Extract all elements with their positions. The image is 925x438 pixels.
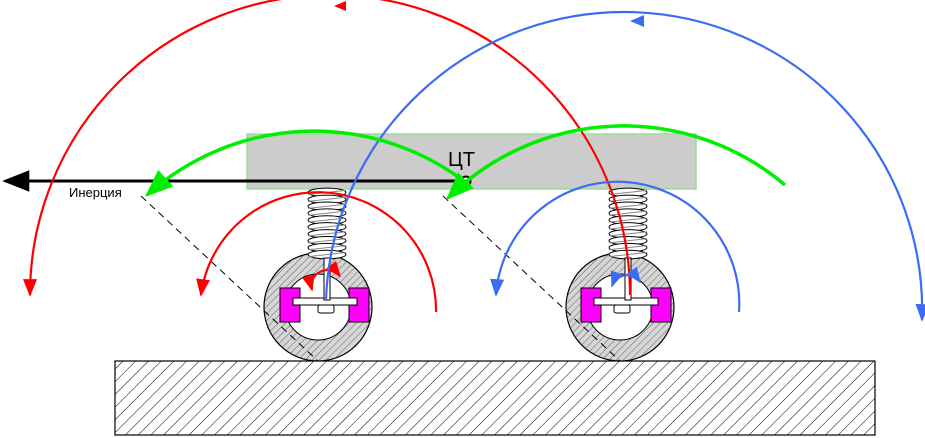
ground-slab <box>114 360 876 436</box>
spring-coil-shade <box>608 238 648 244</box>
spring-coil-shade <box>608 189 648 196</box>
spring-coil-shade <box>307 210 347 216</box>
spring-coil-shade <box>307 251 347 258</box>
red-large-arc <box>22 0 632 297</box>
green-right-arc <box>446 124 787 200</box>
spring-coil-shade <box>307 238 347 244</box>
dashed-line-front <box>140 195 319 362</box>
red-top-arrowhead <box>334 1 346 11</box>
spring-coil-shade <box>608 245 648 251</box>
spring-coil-shade <box>608 217 648 223</box>
front-spring <box>307 187 347 301</box>
spring-coil-shade <box>608 203 648 209</box>
spring-coil-shade <box>608 224 648 230</box>
rear-spring <box>608 187 648 301</box>
spring-coil-shade <box>307 231 347 237</box>
blue-small-arc <box>490 180 741 313</box>
spring-coil-shade <box>307 245 347 251</box>
blue-top-arrowhead <box>630 15 644 27</box>
red-wheel-arc <box>302 260 341 292</box>
dashed-line-rear <box>442 195 621 362</box>
inertia-label: Инерция <box>69 185 122 200</box>
spring-coil-shade <box>307 203 347 209</box>
blue-large-arc <box>324 10 925 322</box>
rear-wheel <box>565 252 675 362</box>
spring-coil-shade <box>608 231 648 237</box>
spring-coil-shade <box>307 224 347 230</box>
spring-coil-shade <box>307 196 347 202</box>
spring-coil-shade <box>608 210 648 216</box>
green-left-arc <box>144 129 471 197</box>
blue-wheel-arc <box>610 266 641 288</box>
center-of-gravity-label: ЦТ <box>448 149 475 171</box>
front-wheel <box>263 252 373 362</box>
red-small-arc <box>196 191 438 313</box>
